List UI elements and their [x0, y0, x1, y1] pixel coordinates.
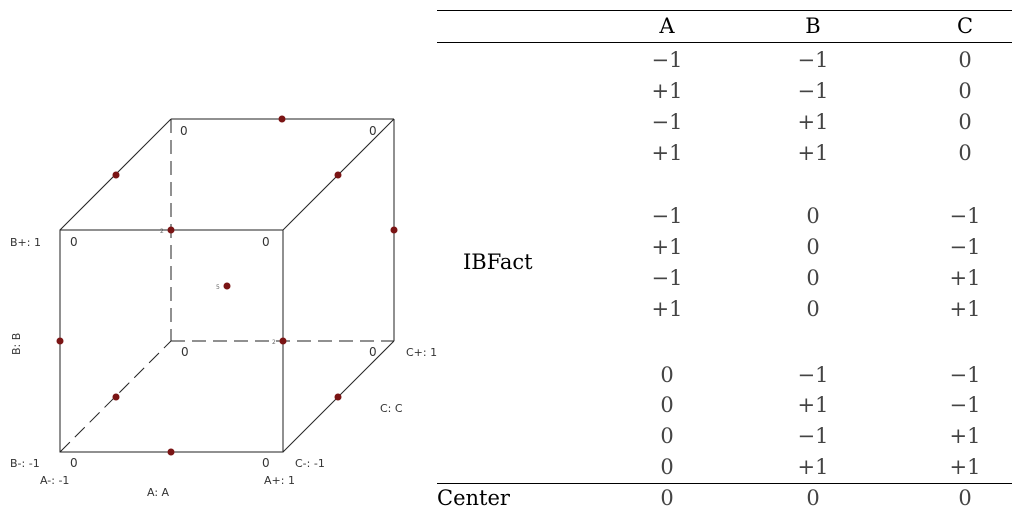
- table-cell: −1: [651, 204, 683, 228]
- table-cell: −1: [949, 363, 981, 387]
- table-cell: 0: [806, 486, 820, 510]
- design-point: [390, 226, 398, 234]
- table-top-rule: [437, 10, 1012, 11]
- a-minus-label: A-: -1: [40, 474, 69, 487]
- corner-value: 0: [369, 345, 377, 359]
- table-cell: 0: [958, 48, 972, 72]
- design-point: [112, 171, 120, 179]
- center-count-label: 5: [216, 284, 220, 291]
- table-cell: 0: [958, 110, 972, 134]
- design-point: [334, 393, 342, 401]
- corner-value: 0: [369, 124, 377, 138]
- table-cell: 0: [660, 455, 674, 479]
- table-cell: 0: [958, 79, 972, 103]
- table-header-rule: [437, 42, 1012, 43]
- center-point: [223, 282, 231, 290]
- table-cell: −1: [797, 424, 829, 448]
- design-point: [56, 337, 64, 345]
- table-cell: +1: [797, 141, 829, 165]
- ibfact-group-label: IBFact: [463, 250, 533, 274]
- table-cell: −1: [797, 79, 829, 103]
- table-cell: −1: [949, 235, 981, 259]
- corner-value: 0: [262, 235, 270, 249]
- table-cell: −1: [651, 266, 683, 290]
- corner-value: 0: [181, 345, 189, 359]
- table-cell: +1: [949, 424, 981, 448]
- table-cell: 0: [660, 393, 674, 417]
- corner-value: 0: [70, 456, 78, 470]
- design-points: [56, 115, 398, 456]
- design-point: [279, 337, 287, 345]
- table-cell: −1: [797, 363, 829, 387]
- c-plus-label: C+: 1: [406, 346, 437, 359]
- table-cell: 0: [806, 266, 820, 290]
- table-cell: −1: [651, 48, 683, 72]
- column-header-b: B: [805, 14, 821, 38]
- table-cell: 0: [660, 363, 674, 387]
- table-cell: +1: [797, 455, 829, 479]
- table-cell: −1: [949, 204, 981, 228]
- design-point: [112, 393, 120, 401]
- c-axis-label: C: C: [380, 402, 403, 415]
- column-header-a: A: [659, 14, 675, 38]
- table-cell: +1: [651, 297, 683, 321]
- table-cell: +1: [651, 79, 683, 103]
- center-row-label: Center: [437, 486, 510, 510]
- design-point: [334, 171, 342, 179]
- table-cell: 0: [660, 486, 674, 510]
- table-cell: +1: [949, 455, 981, 479]
- face-count-label: 2: [160, 228, 164, 235]
- a-plus-label: A+: 1: [264, 474, 295, 487]
- table-cell: 0: [958, 141, 972, 165]
- table-cell: +1: [949, 297, 981, 321]
- column-header-c: C: [956, 14, 974, 38]
- table-cell: 0: [958, 486, 972, 510]
- table-cell: +1: [651, 141, 683, 165]
- table-cell: 0: [806, 204, 820, 228]
- table-cell: +1: [797, 110, 829, 134]
- c-minus-label: C-: -1: [295, 457, 325, 470]
- b-axis-label: B: B: [10, 333, 23, 355]
- hidden-depth-edge: [59, 340, 172, 453]
- b-minus-label: B-: -1: [10, 457, 40, 470]
- table-cell: −1: [797, 48, 829, 72]
- design-point: [278, 115, 286, 123]
- table-cell: −1: [949, 393, 981, 417]
- table-cell: 0: [660, 424, 674, 448]
- corner-value: 0: [262, 456, 270, 470]
- design-point: [167, 448, 175, 456]
- table-cell: −1: [651, 110, 683, 134]
- table-cell: +1: [949, 266, 981, 290]
- corner-value: 0: [70, 235, 78, 249]
- corner-value: 0: [180, 124, 188, 138]
- table-cell: 0: [806, 235, 820, 259]
- b-plus-label: B+: 1: [10, 236, 41, 249]
- table-cell: +1: [651, 235, 683, 259]
- table-cell: +1: [797, 393, 829, 417]
- design-matrix-table: A B C IBFact Center −1 −1 0 +1 −1 0 −1 +…: [437, 0, 1029, 512]
- a-axis-label: A: A: [147, 486, 170, 499]
- table-cell: 0: [806, 297, 820, 321]
- design-point: [167, 226, 175, 234]
- face-count-label: 2: [272, 339, 276, 346]
- box-behnken-cube-diagram: 2 2 5 0 0 0 0 0 0 0 0 B+: 1 B-: -1 B: B …: [10, 115, 437, 499]
- table-center-rule: [437, 483, 1012, 484]
